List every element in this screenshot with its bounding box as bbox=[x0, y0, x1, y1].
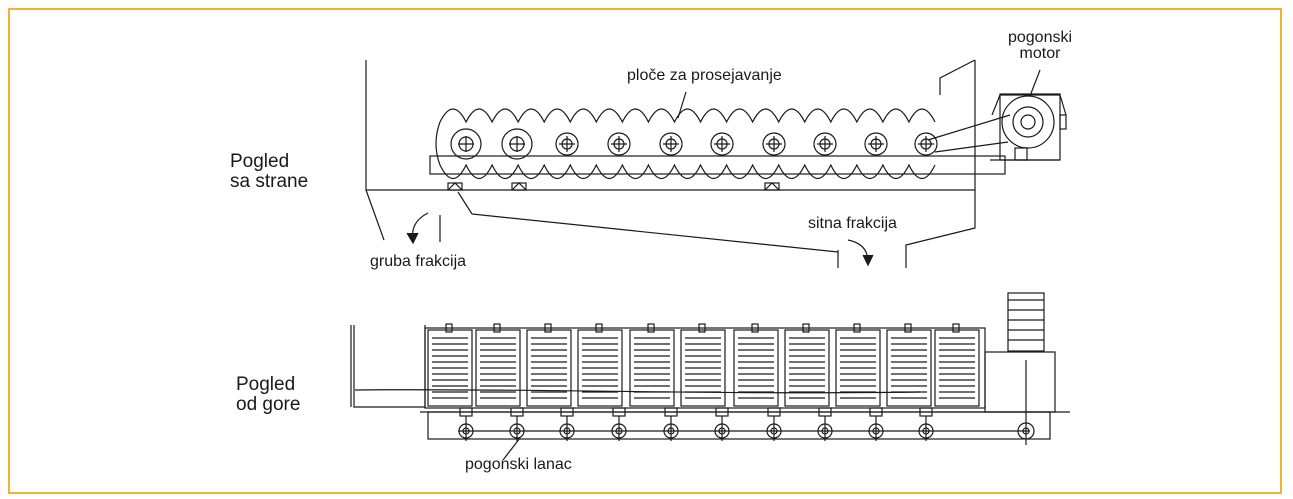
roller bbox=[607, 132, 631, 156]
top-plate bbox=[733, 329, 779, 407]
top-plate-clip bbox=[751, 323, 759, 333]
roller-axis bbox=[714, 136, 730, 152]
top-plate-clip bbox=[698, 323, 706, 333]
top-plate bbox=[680, 329, 726, 407]
top-plate bbox=[475, 329, 521, 407]
top-plate bbox=[577, 329, 623, 407]
roller bbox=[501, 128, 533, 160]
top-plate-clip bbox=[853, 323, 861, 333]
top-view bbox=[350, 292, 1070, 461]
roller bbox=[762, 132, 786, 156]
roller-axis bbox=[817, 136, 833, 152]
drive-motor-label: pogonski motor bbox=[1007, 29, 1073, 62]
top-plate bbox=[427, 329, 473, 407]
top-plate-clip bbox=[595, 323, 603, 333]
rollers bbox=[450, 128, 938, 160]
roller-axis bbox=[559, 136, 575, 152]
top-screening-plates bbox=[427, 323, 980, 407]
roller bbox=[864, 132, 888, 156]
top-plate-clip bbox=[647, 323, 655, 333]
top-plate bbox=[784, 329, 830, 407]
roller-axis bbox=[918, 136, 934, 152]
coarse-chute bbox=[365, 189, 385, 241]
roller bbox=[813, 132, 837, 156]
top-plate bbox=[886, 329, 932, 407]
roller-axis bbox=[868, 136, 884, 152]
roller-axis bbox=[458, 136, 474, 152]
screening-plates-label: ploče za prosejavanje bbox=[627, 67, 782, 84]
top-plate-clip bbox=[445, 323, 453, 333]
top-motor bbox=[984, 292, 1056, 445]
side-housing bbox=[365, 60, 976, 191]
roller bbox=[450, 128, 482, 160]
roller-axis bbox=[766, 136, 782, 152]
roller-axis bbox=[663, 136, 679, 152]
side-drive-chain bbox=[927, 114, 1011, 153]
support-feet bbox=[447, 182, 780, 191]
roller-axis bbox=[509, 136, 525, 152]
fine-fraction-label: sitna frakcija bbox=[808, 215, 897, 232]
top-plate-clip bbox=[952, 323, 960, 333]
top-sprockets bbox=[458, 407, 934, 441]
fine-chute bbox=[905, 190, 976, 268]
roller bbox=[914, 132, 938, 156]
roller bbox=[555, 132, 579, 156]
top-plate bbox=[934, 329, 980, 407]
top-drive-chain bbox=[354, 389, 921, 394]
side-view bbox=[365, 59, 1067, 268]
top-housing-left bbox=[353, 325, 426, 408]
screening-plates-outline-bottom bbox=[439, 163, 936, 180]
top-view-label: Pogled od gore bbox=[236, 374, 301, 415]
top-plate-clip bbox=[493, 323, 501, 333]
drive-chain-label: pogonski lanac bbox=[465, 456, 572, 473]
roller bbox=[659, 132, 683, 156]
top-plate bbox=[629, 329, 675, 407]
roller bbox=[710, 132, 734, 156]
top-plate bbox=[835, 329, 881, 407]
coarse-fraction-label: gruba frakcija bbox=[370, 253, 467, 270]
leader-coarse bbox=[457, 191, 839, 253]
roller-axis bbox=[611, 136, 627, 152]
top-plate-clip bbox=[544, 323, 552, 333]
leader-motor bbox=[1029, 69, 1041, 97]
screening-plates-left-end bbox=[435, 121, 441, 166]
top-plate-clip bbox=[904, 323, 912, 333]
side-frame-beam bbox=[429, 155, 1006, 175]
side-view-label: Pogled sa strane bbox=[230, 151, 309, 192]
top-plate-clip bbox=[802, 323, 810, 333]
figure-frame bbox=[8, 8, 1282, 494]
leader-chain bbox=[502, 437, 521, 461]
side-housing-top-right bbox=[939, 59, 976, 95]
drive-motor bbox=[990, 93, 1067, 161]
leader-plates bbox=[677, 91, 687, 119]
top-plate bbox=[526, 329, 572, 407]
screening-plates-outline-top bbox=[439, 108, 936, 124]
